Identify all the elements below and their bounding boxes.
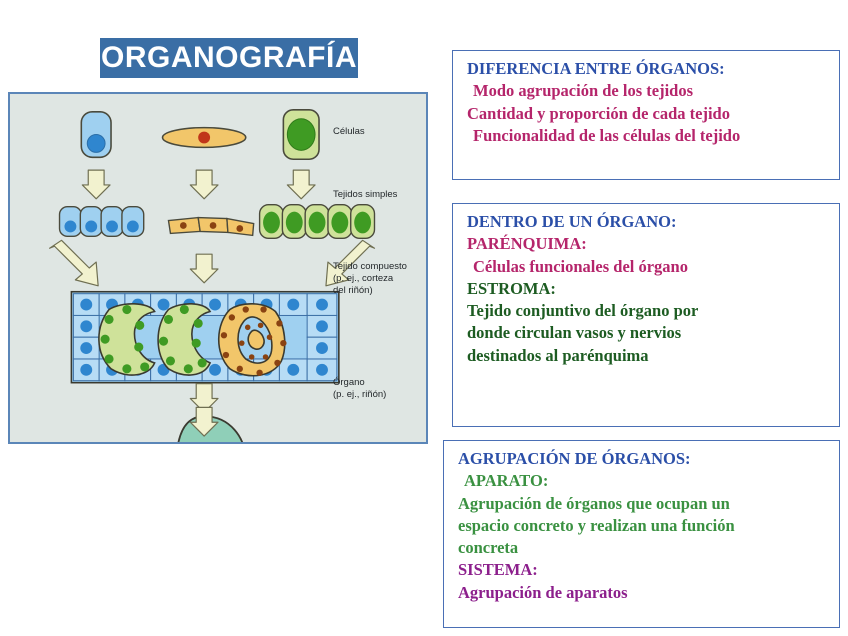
textbox-agrupacion-de-organos: AGRUPACIÓN DE ÓRGANOS:APARATO:Agrupación… bbox=[443, 440, 840, 628]
blue-cell-single bbox=[80, 111, 112, 159]
green-tissue-row bbox=[258, 204, 376, 240]
arrow-down-icon bbox=[189, 253, 219, 284]
agrupacion-de-organos-line-3: espacio concreto y realizan una función bbox=[458, 515, 735, 535]
agrupacion-de-organos-line-4: concreta bbox=[458, 538, 519, 558]
diagram-label-tejidos-simples: Tejidos simples bbox=[333, 189, 398, 200]
diferencia-entre-organos-line-1: Modo agrupación de los tejidos bbox=[473, 81, 694, 101]
arrow-down-icon bbox=[81, 169, 111, 200]
diagram-label-tejido-compuesto: Tejido compuesto (p. ej., corteza del ri… bbox=[333, 261, 407, 296]
dentro-de-un-organo-line-1: PARÉNQUIMA: bbox=[467, 234, 587, 254]
green-cell-single bbox=[282, 109, 320, 161]
agrupacion-de-organos-line-0: AGRUPACIÓN DE ÓRGANOS: bbox=[458, 449, 691, 468]
arrow-down-icon bbox=[189, 169, 219, 200]
diferencia-entre-organos-line-2: Cantidad y proporción de cada tejido bbox=[467, 103, 730, 123]
composite-tissue-block bbox=[70, 290, 340, 384]
agrupacion-de-organos-line-6: Agrupación de aparatos bbox=[458, 582, 628, 602]
diagram-label-organo: Órgano (p. ej., riñón) bbox=[333, 377, 387, 400]
arrow-diagonal-right-icon bbox=[325, 239, 376, 287]
page-title: ORGANOGRAFÍA bbox=[101, 41, 357, 74]
dentro-de-un-organo-line-3: ESTROMA: bbox=[467, 278, 556, 298]
arrow-down-icon bbox=[286, 169, 316, 200]
arrow-diagonal-left-icon bbox=[49, 239, 99, 287]
agrupacion-de-organos-line-1: APARATO: bbox=[464, 471, 549, 491]
dentro-de-un-organo-line-4: Tejido conjuntivo del órgano por bbox=[467, 301, 699, 321]
orange-vessel-structure bbox=[218, 303, 286, 377]
diferencia-entre-organos-line-3: Funcionalidad de las células del tejido bbox=[473, 125, 741, 145]
textbox-diferencia-entre-organos: DIFERENCIA ENTRE ÓRGANOS: Modo agrupación… bbox=[452, 50, 840, 180]
textbox-dentro-de-un-organo: DENTRO DE UN ÓRGANO: PARÉNQUIMA:Células f… bbox=[452, 203, 840, 427]
dentro-de-un-organo-line-6: destinados al parénquima bbox=[467, 345, 649, 365]
diagram-label-celulas: Células bbox=[333, 126, 365, 137]
agrupacion-de-organos-line-5: SISTEMA: bbox=[458, 560, 538, 580]
orange-tissue-row bbox=[167, 216, 255, 237]
diferencia-entre-organos-line-0: DIFERENCIA ENTRE ÓRGANOS: bbox=[467, 59, 725, 78]
dentro-de-un-organo-line-5: donde circulan vasos y nervios bbox=[467, 323, 682, 343]
diagram-illustration bbox=[49, 109, 376, 442]
dentro-de-un-organo-line-2: Células funcionales del órgano bbox=[473, 256, 688, 276]
orange-cell-single bbox=[161, 126, 247, 149]
agrupacion-de-organos-line-2: Agrupación de órganos que ocupan un bbox=[458, 493, 730, 513]
page-title-banner: ORGANOGRAFÍA bbox=[100, 38, 358, 78]
blue-tissue-row bbox=[58, 206, 145, 238]
organ-formation-diagram bbox=[8, 92, 428, 444]
dentro-de-un-organo-line-0: DENTRO DE UN ÓRGANO: bbox=[467, 212, 677, 231]
